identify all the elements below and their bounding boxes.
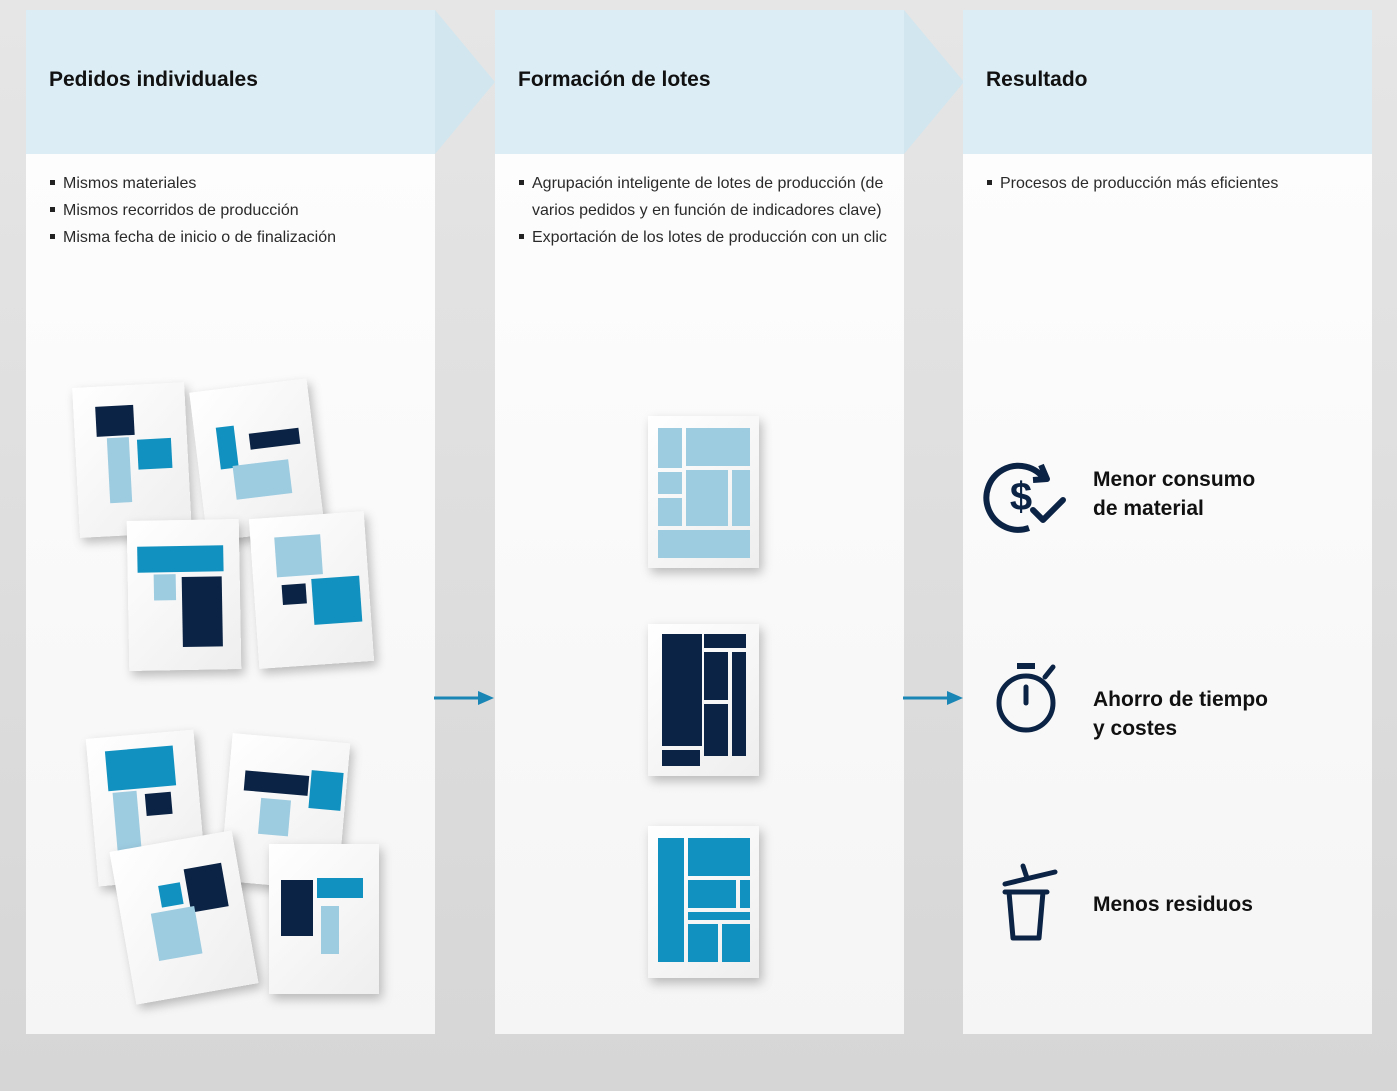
column-title: Formación de lotes [518,68,711,91]
result-material: $ Menor consumo de material [963,450,1372,550]
order-sheet [109,830,259,1005]
column-individual-orders: Pedidos individuales Mismos materiales M… [26,10,435,1034]
result-line-2: de material [1093,497,1204,520]
flow-arrow [903,691,963,705]
bullet-list: Procesos de producción más eficientes [986,170,1358,197]
result-label: Menor consumo de material [1093,465,1255,523]
bullet-item: Agrupación inteligente de lotes de produ… [518,170,890,224]
batch-sheet-mid [648,826,759,978]
result-time: Ahorro de tiempo y costes [963,655,1372,755]
flow-arrow [434,691,494,705]
bullet-list: Agrupación inteligente de lotes de produ… [518,170,890,251]
bullet-item: Mismos materiales [49,170,421,197]
bullet-item: Exportación de los lotes de producción c… [518,224,890,251]
svg-text:$: $ [1010,475,1032,519]
column-header: Formación de lotes [495,10,904,154]
batch-sheet-light [648,416,759,568]
result-line-1: Menor consumo [1093,468,1256,491]
result-line-1: Ahorro de tiempo [1093,688,1269,711]
trash-can-icon [1002,863,1058,941]
dollar-check-icon: $ [983,462,1066,533]
bullet-item: Procesos de producción más eficientes [986,170,1358,197]
batch-sheet-dark [648,624,759,776]
column-body [963,154,1372,1034]
column-title: Resultado [986,68,1088,91]
stopwatch-icon [996,663,1056,733]
bullet-list: Mismos materiales Mismos recorridos de p… [49,170,421,251]
result-line-2: y costes [1093,717,1178,740]
order-sheet [72,382,192,538]
result-line-1: Menos residuos [1093,893,1253,916]
column-header: Pedidos individuales [26,10,435,154]
header-chevron [904,10,964,154]
column-result: Resultado Procesos de producción más efi… [963,10,1372,1034]
header-chevron [435,10,495,154]
result-waste: Menos residuos [963,862,1372,962]
column-header: Resultado [963,10,1372,154]
bullet-item: Mismos recorridos de producción [49,197,421,224]
order-sheet [269,844,379,994]
bullet-item: Misma fecha de inicio o de finalización [49,224,421,251]
column-batch-formation: Formación de lotes Agrupación inteligent… [495,10,904,1034]
order-sheet [126,519,242,671]
result-label: Menos residuos [1093,890,1253,919]
result-label: Ahorro de tiempo y costes [1093,685,1268,743]
column-title: Pedidos individuales [49,68,258,91]
order-sheet [248,511,375,669]
